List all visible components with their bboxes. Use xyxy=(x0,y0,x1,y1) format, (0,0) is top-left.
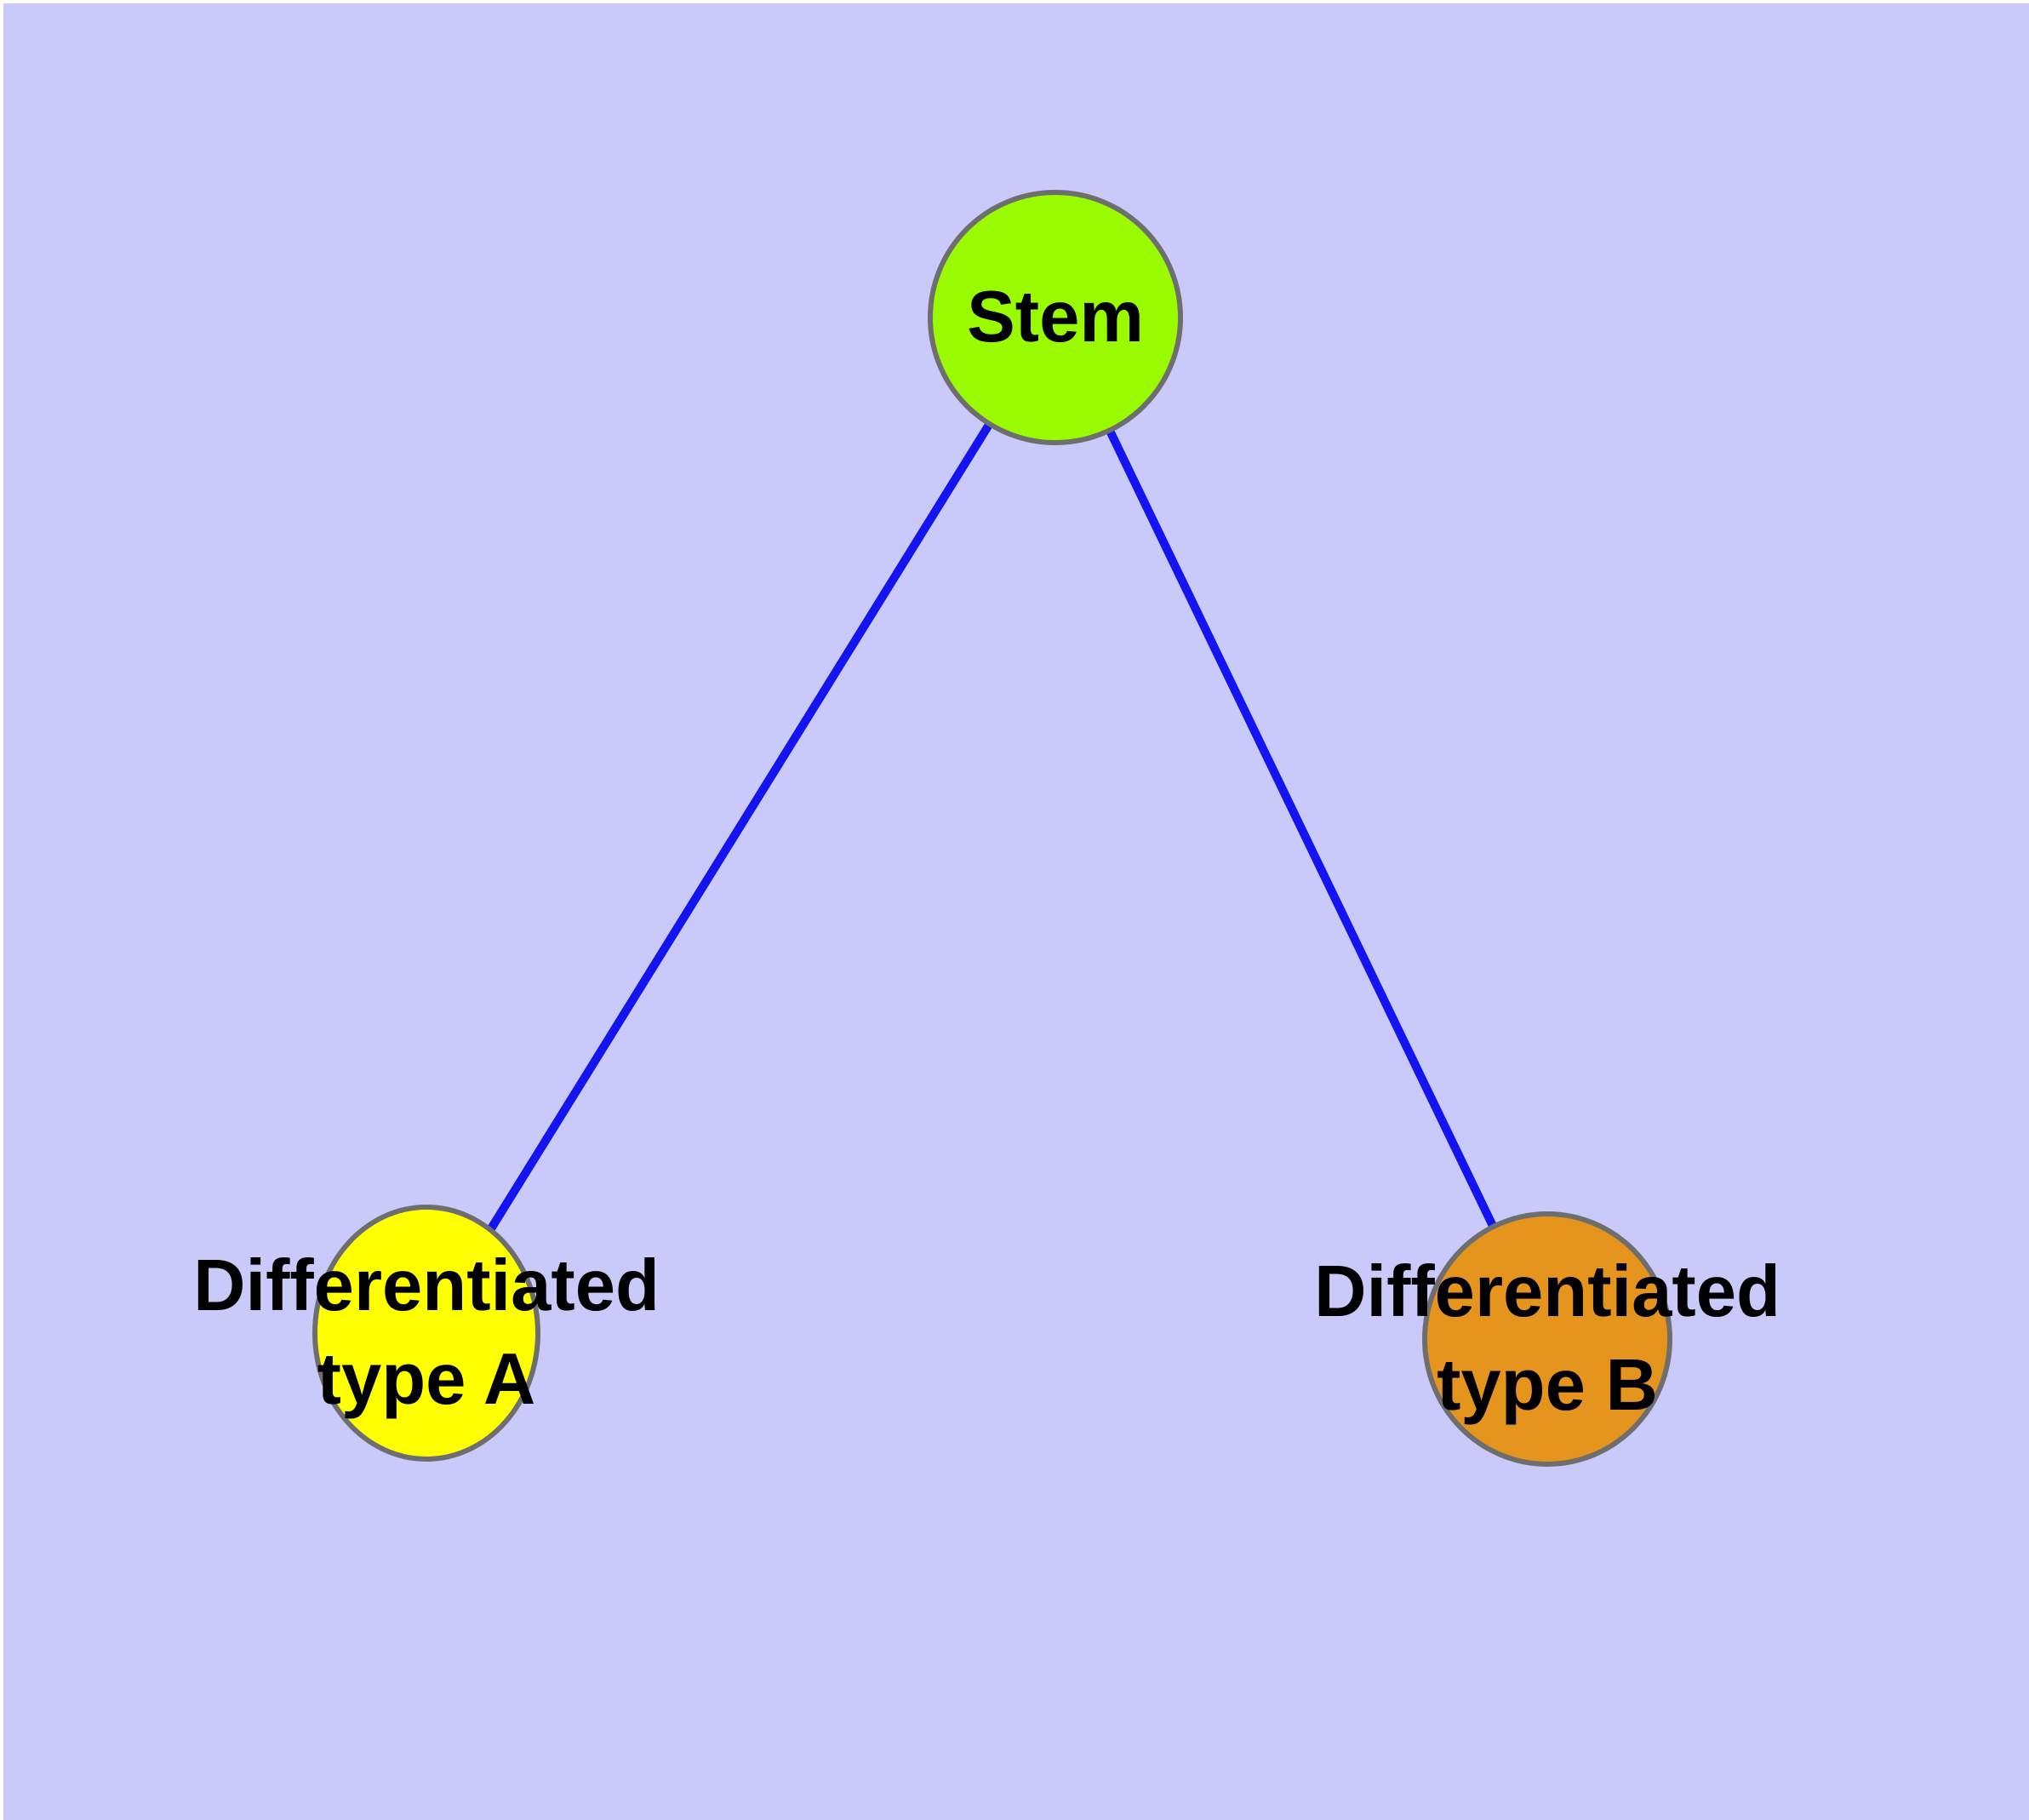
node-label-stem: Stem xyxy=(967,271,1144,364)
node-label-diff-b: Differentiated type B xyxy=(1314,1245,1780,1433)
node-diff-b xyxy=(1422,1211,1672,1467)
node-diff-a xyxy=(312,1205,540,1462)
node-stem xyxy=(928,190,1183,445)
edge-stem-to-diff-a xyxy=(422,315,1060,1336)
node-label-line: type A xyxy=(317,1339,536,1420)
node-label-line: Stem xyxy=(967,277,1144,358)
node-label-diff-a: Differentiated type A xyxy=(193,1239,660,1427)
node-label-line: Differentiated xyxy=(1314,1251,1780,1332)
node-label-line: type B xyxy=(1437,1345,1658,1426)
node-label-line: Differentiated xyxy=(193,1245,660,1326)
edge-stem-to-diff-b xyxy=(1051,315,1552,1342)
